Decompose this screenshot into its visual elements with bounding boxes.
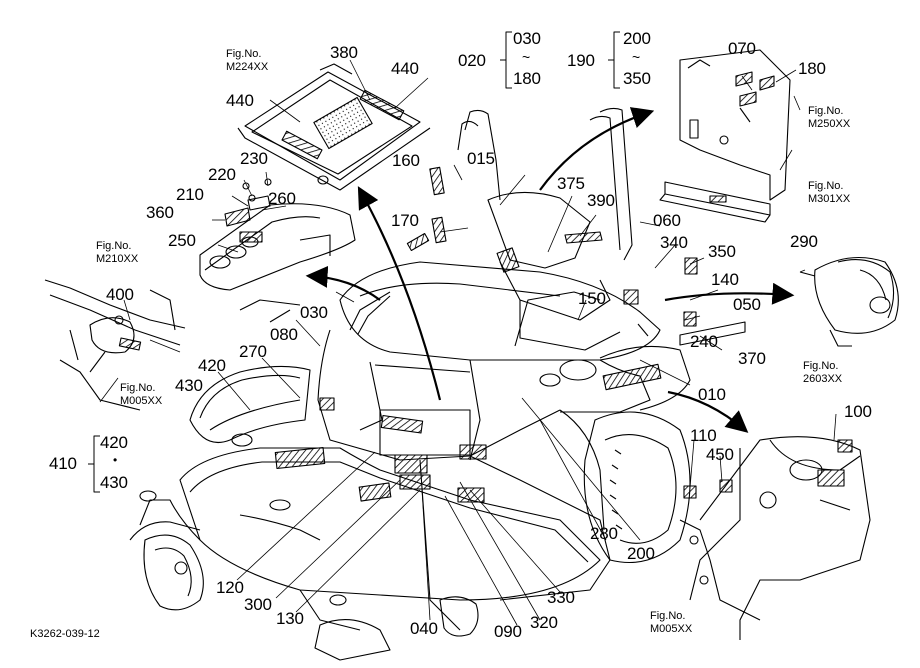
figref-caption: Fig.No. bbox=[808, 105, 844, 117]
bracket-m250 bbox=[679, 49, 791, 201]
label-240: 240 bbox=[690, 332, 718, 351]
label-300: 300 bbox=[244, 595, 272, 614]
label-180-range: 180 bbox=[513, 69, 541, 88]
leader-lines bbox=[99, 59, 837, 626]
label-060: 060 bbox=[653, 211, 681, 230]
figref-number: M250XX bbox=[808, 117, 851, 130]
arrows bbox=[305, 107, 795, 433]
label-160: 160 bbox=[392, 151, 420, 170]
label-150: 150 bbox=[578, 289, 606, 308]
range-brackets bbox=[88, 31, 620, 493]
label-180: 180 bbox=[798, 59, 826, 78]
label-320: 320 bbox=[530, 613, 558, 632]
label-210: 210 bbox=[176, 185, 204, 204]
figref-number: M224XX bbox=[226, 60, 269, 73]
label-280: 280 bbox=[590, 524, 618, 543]
label-410: 410 bbox=[49, 454, 77, 473]
panel-m224 bbox=[237, 63, 431, 191]
label-400: 400 bbox=[106, 285, 134, 304]
figref-number: M005XX bbox=[120, 394, 163, 407]
figref-caption: Fig.No. bbox=[96, 240, 132, 252]
label-200: 200 bbox=[627, 544, 655, 563]
loose-decals bbox=[224, 178, 746, 346]
label-350-range: 350 bbox=[623, 69, 651, 88]
label-130: 130 bbox=[276, 609, 304, 628]
label-120: 120 bbox=[216, 578, 244, 597]
label-070: 070 bbox=[728, 39, 756, 58]
label-360: 360 bbox=[146, 203, 174, 222]
label-450: 450 bbox=[706, 445, 734, 464]
air-cleaner-2603 bbox=[799, 257, 899, 347]
label-390: 390 bbox=[587, 191, 615, 210]
label-range-tilde: ~ bbox=[522, 49, 530, 65]
label-110: 110 bbox=[690, 426, 717, 445]
label-190: 190 bbox=[567, 51, 595, 70]
decals bbox=[239, 166, 853, 503]
label-250: 250 bbox=[168, 231, 196, 250]
label-140: 140 bbox=[711, 270, 739, 289]
figref-2603: Fig.No. 2603XX bbox=[803, 360, 842, 385]
drawing-code: K3262-039-12 bbox=[30, 628, 100, 640]
label-375: 375 bbox=[557, 174, 585, 193]
figref-caption: Fig.No. bbox=[808, 180, 844, 192]
label-040: 040 bbox=[410, 619, 438, 638]
label-290: 290 bbox=[790, 232, 818, 251]
figref-m224: Fig.No. M224XX bbox=[226, 48, 268, 73]
label-group-dot: • bbox=[113, 453, 118, 467]
label-420: 420 bbox=[198, 356, 226, 375]
figref-caption: Fig.No. bbox=[226, 48, 262, 60]
label-430-group: 430 bbox=[100, 473, 128, 492]
label-230: 230 bbox=[240, 149, 268, 168]
label-030: 030 bbox=[300, 303, 328, 322]
figref-m210: Fig.No. M210XX bbox=[96, 240, 138, 265]
label-330: 330 bbox=[547, 588, 575, 607]
figref-m005-left: Fig.No. M005XX bbox=[120, 382, 162, 407]
figref-caption: Fig.No. bbox=[120, 382, 156, 394]
plate-m301 bbox=[659, 181, 771, 223]
label-260: 260 bbox=[268, 189, 296, 208]
figref-caption: Fig.No. bbox=[803, 360, 839, 372]
figref-m301: Fig.No. M301XX bbox=[808, 180, 850, 205]
label-015: 015 bbox=[467, 149, 495, 168]
label-440-top: 440 bbox=[391, 59, 419, 78]
figref-m005-right: Fig.No. M005XX bbox=[650, 610, 692, 635]
label-range-tilde: ~ bbox=[632, 49, 640, 65]
rear-chassis bbox=[679, 436, 871, 640]
label-220: 220 bbox=[208, 165, 236, 184]
label-440: 440 bbox=[226, 91, 254, 110]
figref-number: M005XX bbox=[650, 622, 693, 635]
label-080: 080 bbox=[270, 325, 298, 344]
label-340: 340 bbox=[660, 233, 688, 252]
figref-number: M301XX bbox=[808, 192, 851, 205]
label-090: 090 bbox=[494, 622, 522, 641]
label-370: 370 bbox=[738, 349, 766, 368]
figref-caption: Fig.No. bbox=[650, 610, 686, 622]
console-m210 bbox=[199, 203, 356, 323]
label-430: 430 bbox=[175, 376, 203, 395]
figref-m250: Fig.No. M250XX bbox=[808, 105, 850, 130]
figref-number: 2603XX bbox=[803, 372, 843, 385]
label-270: 270 bbox=[239, 342, 267, 361]
figref-number: M210XX bbox=[96, 252, 139, 265]
label-170: 170 bbox=[391, 211, 419, 230]
label-420-group: 420 bbox=[100, 433, 128, 452]
label-200-range: 200 bbox=[623, 29, 651, 48]
label-010: 010 bbox=[698, 385, 726, 404]
label-380: 380 bbox=[330, 43, 358, 62]
label-050: 050 bbox=[733, 295, 761, 314]
label-020: 020 bbox=[458, 51, 486, 70]
label-030-range: 030 bbox=[513, 29, 541, 48]
label-100: 100 bbox=[844, 402, 872, 421]
label-350: 350 bbox=[708, 242, 736, 261]
engine-left bbox=[44, 279, 186, 411]
